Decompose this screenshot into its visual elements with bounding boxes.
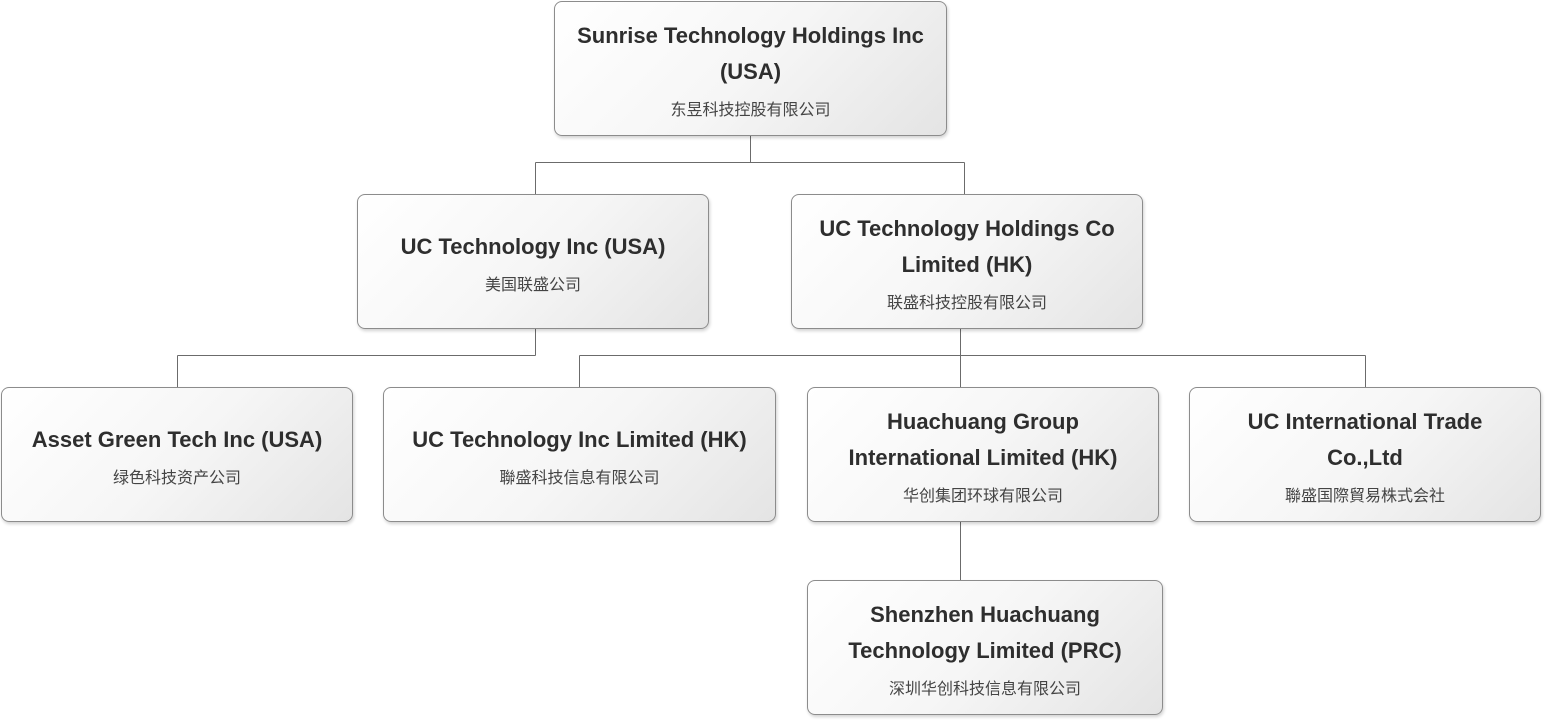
org-node-uc-technology-inc-usa: UC Technology Inc (USA) 美国联盛公司 [357, 194, 709, 329]
company-name: UC Technology Holdings Co Limited (HK) [819, 215, 1115, 277]
company-chinese-name: 华创集团环球有限公司 [902, 485, 1063, 505]
company-name: Shenzhen Huachuang Technology Limited (P… [848, 601, 1122, 663]
org-node-asset-green-tech: Asset Green Tech Inc (USA) 绿色科技资产公司 [1, 387, 353, 522]
company-name: UC Technology Inc (USA) [400, 233, 666, 259]
org-node-sunrise-technology-holdings: Sunrise Technology Holdings Inc (USA) 东昱… [554, 1, 947, 136]
company-chinese-name: 绿色科技资产公司 [112, 467, 241, 487]
company-chinese-name: 深圳华创科技信息有限公司 [888, 678, 1081, 698]
company-chinese-name: 联盛科技控股有限公司 [886, 292, 1047, 312]
company-name: Sunrise Technology Holdings Inc (USA) [577, 22, 924, 84]
org-node-shenzhen-huachuang-technology: Shenzhen Huachuang Technology Limited (P… [807, 580, 1163, 715]
company-chinese-name: 聯盛科技信息有限公司 [499, 467, 660, 487]
org-node-huachuang-group-international: Huachuang Group International Limited (H… [807, 387, 1159, 522]
company-name: UC Technology Inc Limited (HK) [412, 426, 747, 452]
company-name: Asset Green Tech Inc (USA) [31, 426, 323, 452]
company-chinese-name: 东昱科技控股有限公司 [670, 99, 831, 119]
org-node-uc-technology-inc-limited-hk: UC Technology Inc Limited (HK) 聯盛科技信息有限公… [383, 387, 776, 522]
company-chinese-name: 聯盛国際貿易株式会社 [1284, 485, 1445, 505]
company-name: UC International Trade Co.,Ltd [1247, 408, 1483, 470]
company-chinese-name: 美国联盛公司 [484, 274, 581, 294]
org-node-uc-technology-holdings-hk: UC Technology Holdings Co Limited (HK) 联… [791, 194, 1143, 329]
company-name: Huachuang Group International Limited (H… [848, 408, 1118, 470]
org-node-uc-international-trade: UC International Trade Co.,Ltd 聯盛国際貿易株式会… [1189, 387, 1541, 522]
